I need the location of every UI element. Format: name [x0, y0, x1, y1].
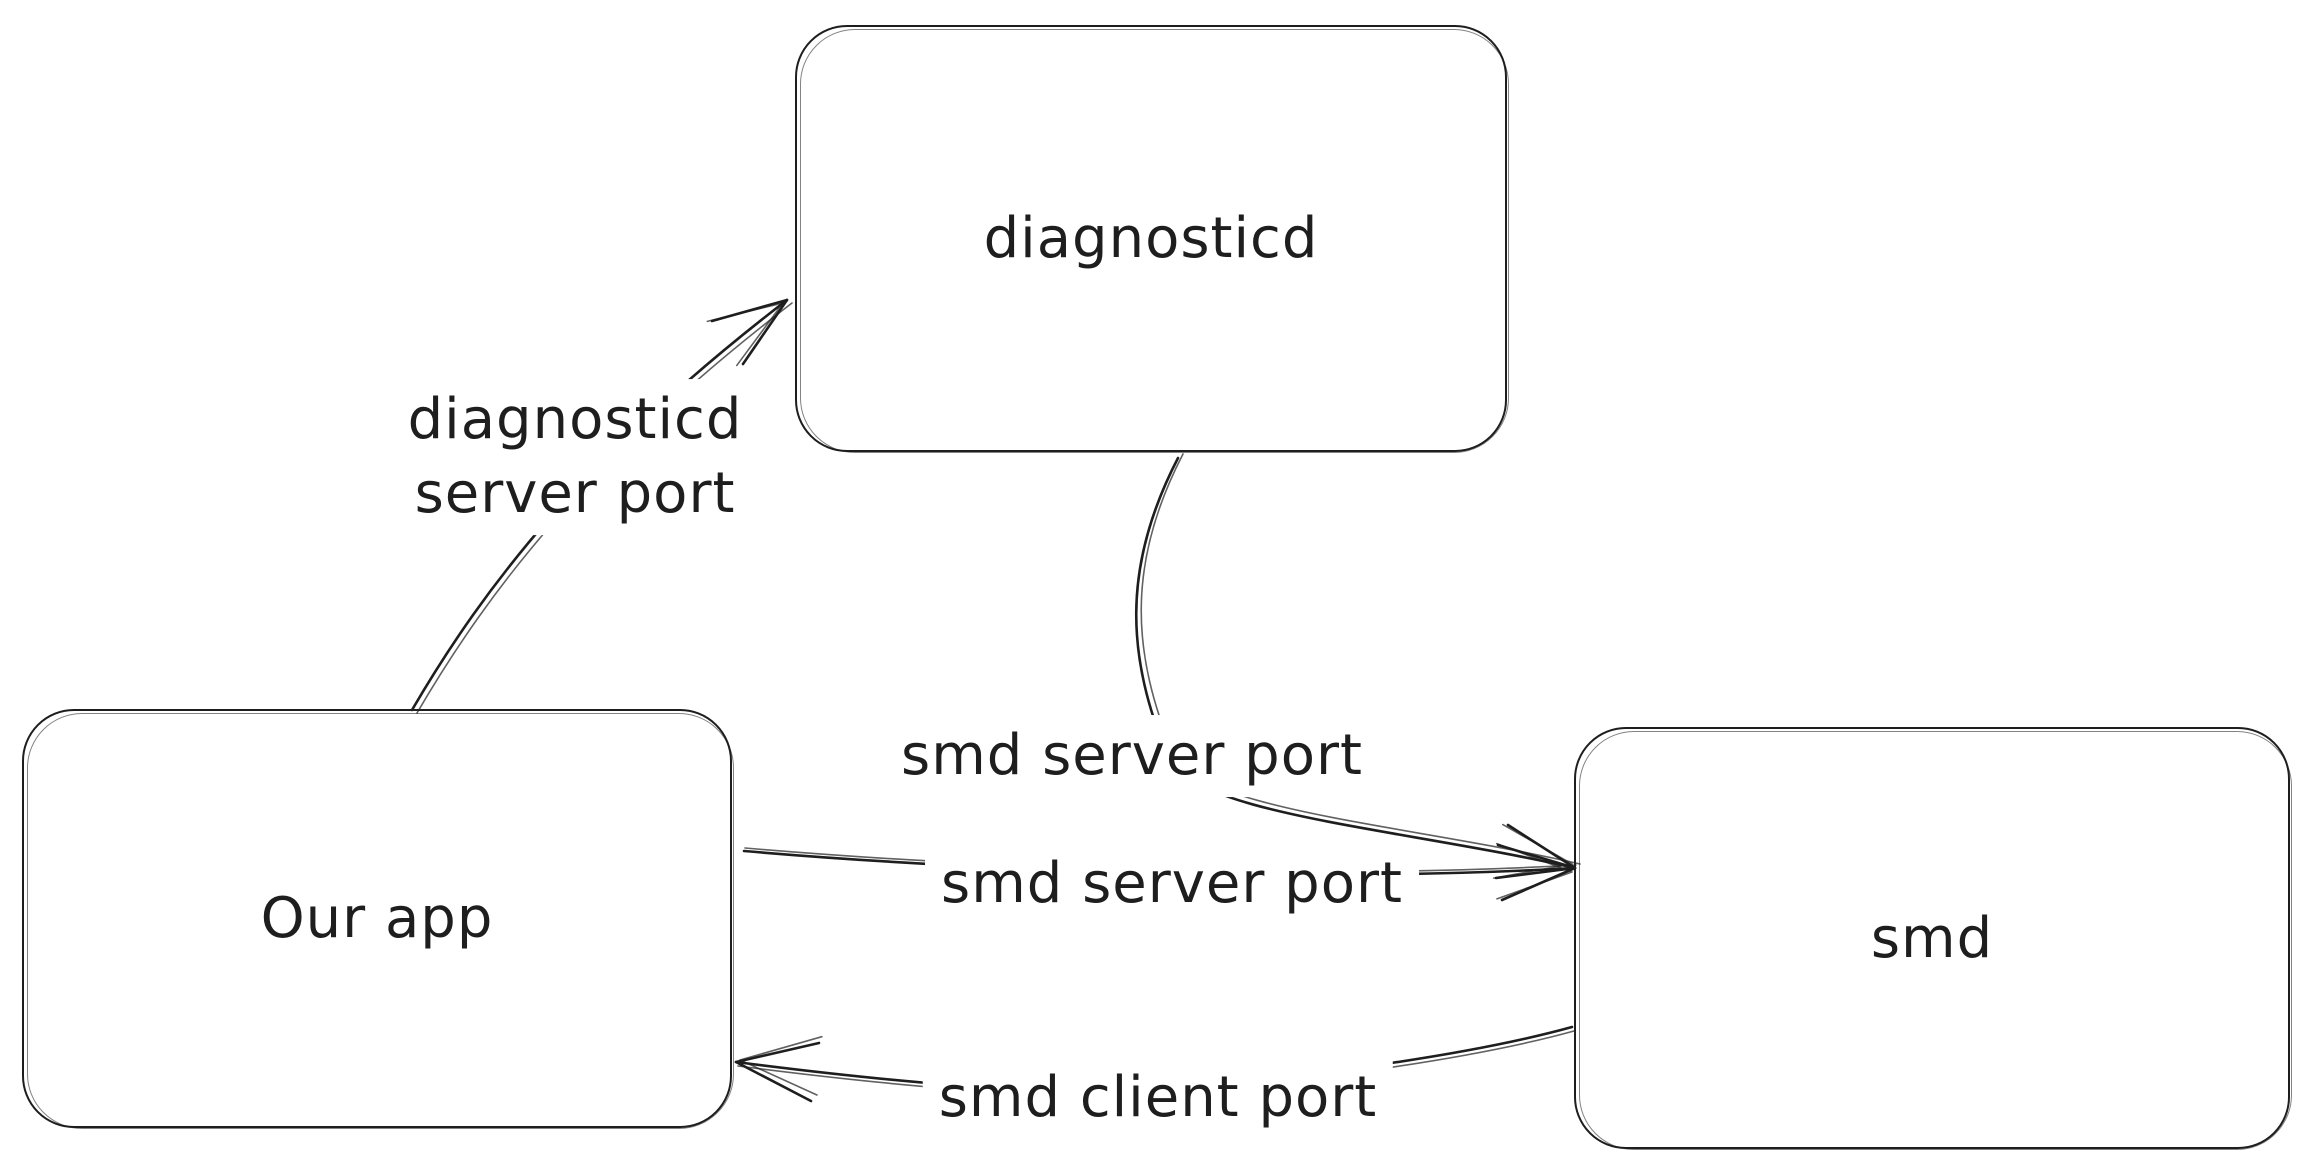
node-our-app-label: Our app	[260, 886, 494, 951]
edge-label-line: smd server port	[901, 723, 1363, 789]
edge-label-line: smd server port	[941, 851, 1403, 917]
edge-label-smd-server-port-lower: smd server port	[925, 843, 1419, 925]
edge-label-smd-server-port-upper: smd server port	[885, 715, 1379, 797]
edge-label-line: diagnosticd	[407, 387, 743, 453]
edge-diagnosticd-to-smd	[1134, 453, 1581, 880]
node-smd-label: smd	[1870, 905, 1994, 971]
arrowhead-to-our-app	[734, 1035, 823, 1103]
edge-label-line: smd client port	[938, 1065, 1378, 1131]
node-smd: smd	[1574, 727, 2292, 1150]
edge-label-smd-client-port: smd client port	[922, 1057, 1394, 1139]
node-our-app: Our app	[22, 709, 734, 1129]
node-diagnosticd-label: diagnosticd	[983, 206, 1319, 271]
edge-label-diagnosticd-server-port: diagnosticd server port	[391, 379, 759, 535]
arrowhead-to-smd-upper	[1492, 823, 1577, 880]
node-diagnosticd: diagnosticd	[795, 25, 1509, 453]
edge-label-line: server port	[414, 461, 736, 526]
arrowhead-to-smd-lower	[1495, 842, 1577, 902]
arrowhead-to-diagnosticd	[706, 298, 789, 367]
